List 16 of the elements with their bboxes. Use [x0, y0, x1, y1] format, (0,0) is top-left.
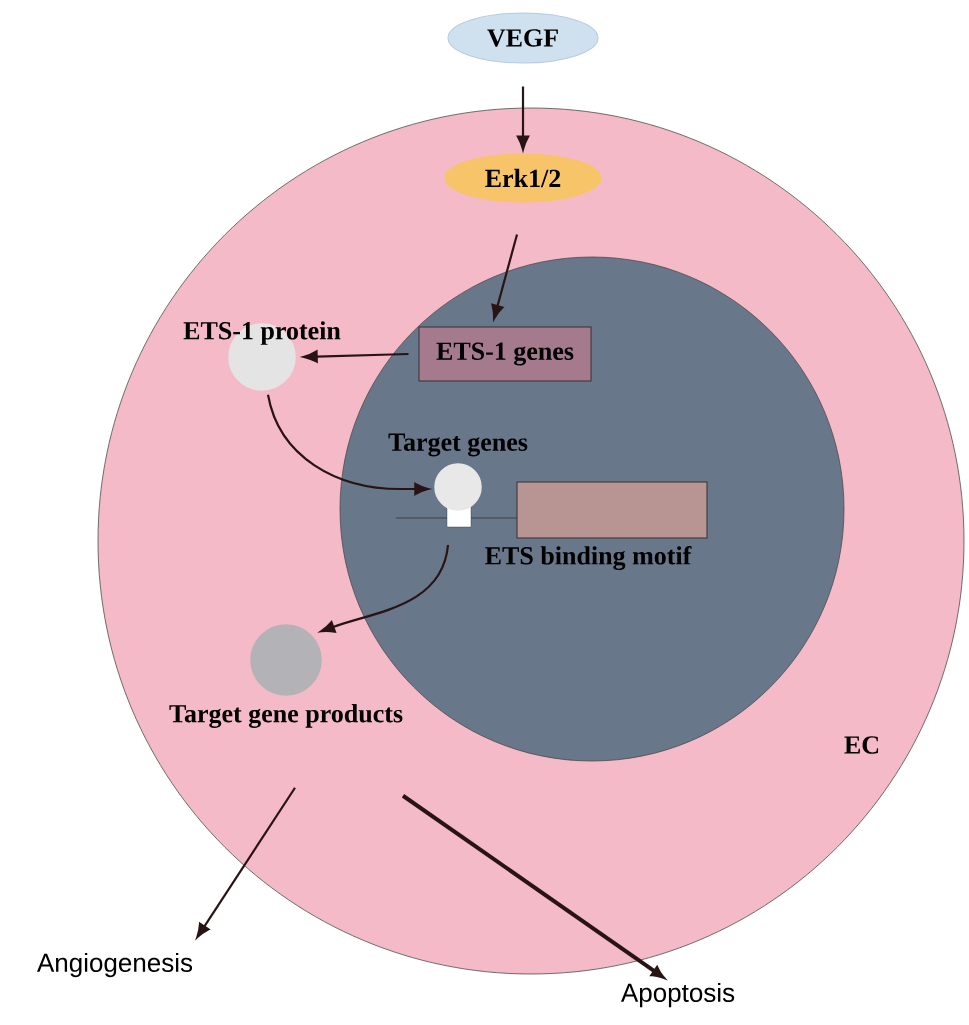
- node-label: Target genes: [388, 433, 528, 457]
- ellipse-node: Erk1/2: [444, 153, 602, 203]
- outcome-label: Apoptosis: [620, 982, 735, 1008]
- arrow: [516, 86, 530, 151]
- node-label: ETS binding motif: [485, 546, 692, 571]
- gene-box: ETS-1 genes: [418, 326, 592, 382]
- node-label: Target gene products: [169, 704, 403, 728]
- cell-label: EC: [844, 736, 879, 754]
- arrow: [196, 787, 296, 939]
- arrow: [491, 234, 519, 320]
- node-label: ETS-1 protein: [183, 321, 341, 345]
- arrow: [320, 544, 450, 633]
- arrow: [266, 394, 429, 496]
- ellipse-node: VEGF: [447, 12, 599, 64]
- arrow: [303, 350, 409, 363]
- outcome-label: Angiogenesis: [37, 952, 193, 978]
